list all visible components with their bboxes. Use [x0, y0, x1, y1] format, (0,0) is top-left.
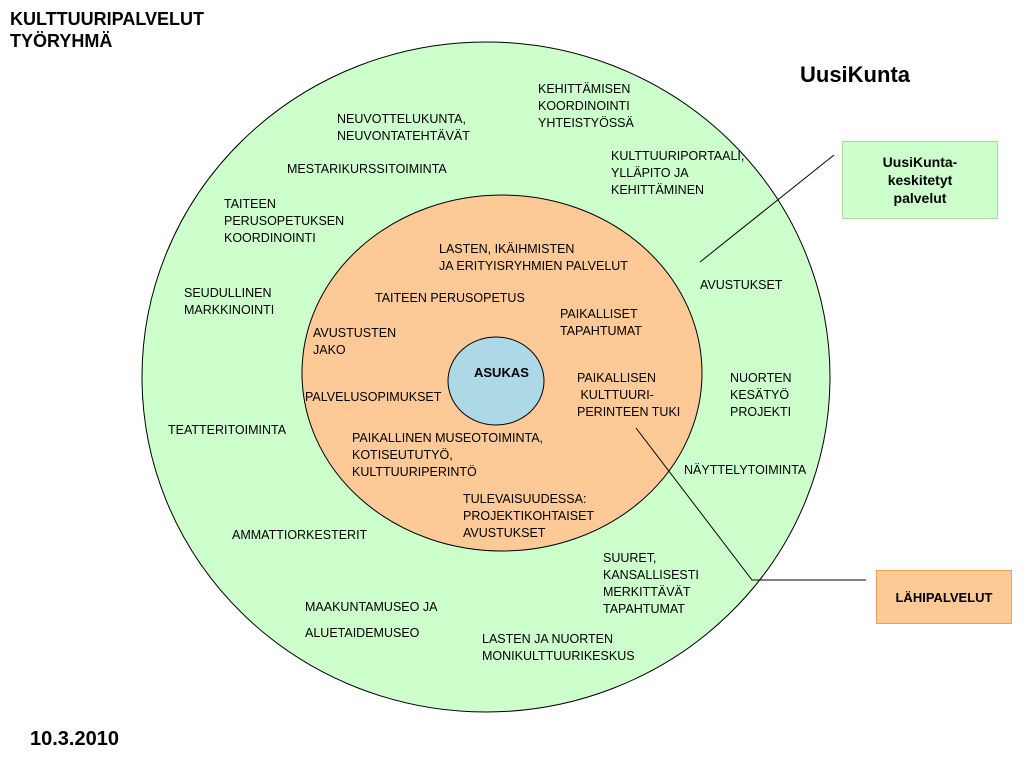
connector-green: [699, 154, 835, 263]
inner-item: TAITEEN PERUSOPETUS: [375, 291, 525, 305]
outer-item: SEUDULLINEN MARKKINOINTI: [184, 286, 275, 317]
inner-item: AVUSTUSTEN JAKO: [313, 326, 397, 357]
outer-item: SUURET, KANSALLISESTI MERKITTÄVÄT TAPAHT…: [603, 551, 699, 616]
inner-item: PAIKALLISEN KULTTUURI- PERINTEEN TUKI: [577, 371, 681, 419]
legend-central-services: UusiKunta- keskitetyt palvelut: [842, 141, 998, 219]
date-label: 10.3.2010: [30, 728, 119, 750]
outer-item: LASTEN JA NUORTEN MONIKULTTUURIKESKUS: [482, 632, 635, 663]
outer-item: TAITEEN PERUSOPETUKSEN KOORDINOINTI: [224, 197, 345, 245]
outer-item: MESTARIKURSSITOIMINTA: [287, 162, 447, 176]
inner-item: TULEVAISUUDESSA: PROJEKTIKOHTAISET AVUST…: [463, 492, 595, 540]
center-circle: [447, 336, 545, 426]
outer-item: MAAKUNTAMUSEO JA: [305, 600, 438, 614]
outer-item: NEUVOTTELUKUNTA, NEUVONTATEHTÄVÄT: [337, 112, 470, 143]
center-label: ASUKAS: [474, 365, 529, 380]
outer-item: TEATTERITOIMINTA: [168, 423, 287, 437]
connector-orange: [635, 427, 866, 581]
outer-item: AMMATTIORKESTERIT: [232, 528, 368, 542]
outer-item: AVUSTUKSET: [700, 278, 783, 292]
inner-item: PALVELUSOPIMUKSET: [305, 390, 442, 404]
brand-title: UusiKunta: [800, 62, 910, 87]
outer-item: KEHITTÄMISEN KOORDINOINTI YHTEISTYÖSSÄ: [538, 82, 634, 130]
outer-item: NUORTEN KESÄTYÖ PROJEKTI: [730, 371, 792, 419]
inner-item: PAIKALLISET TAPAHTUMAT: [560, 307, 642, 338]
header-title: KULTTUURIPALVELUT TYÖRYHMÄ: [10, 9, 204, 51]
inner-item: PAIKALLINEN MUSEOTOIMINTA, KOTISEUTUTYÖ,…: [352, 431, 544, 479]
legend-local-services: LÄHIPALVELUT: [876, 570, 1012, 624]
outer-item: NÄYTTELYTOIMINTA: [684, 463, 807, 477]
outer-item: KULTTUURIPORTAALI, YLLÄPITO JA KEHITTÄMI…: [611, 149, 745, 197]
inner-item: LASTEN, IKÄIHMISTEN JA ERITYISRYHMIEN PA…: [439, 242, 628, 273]
outer-item: ALUETAIDEMUSEO: [305, 626, 420, 640]
